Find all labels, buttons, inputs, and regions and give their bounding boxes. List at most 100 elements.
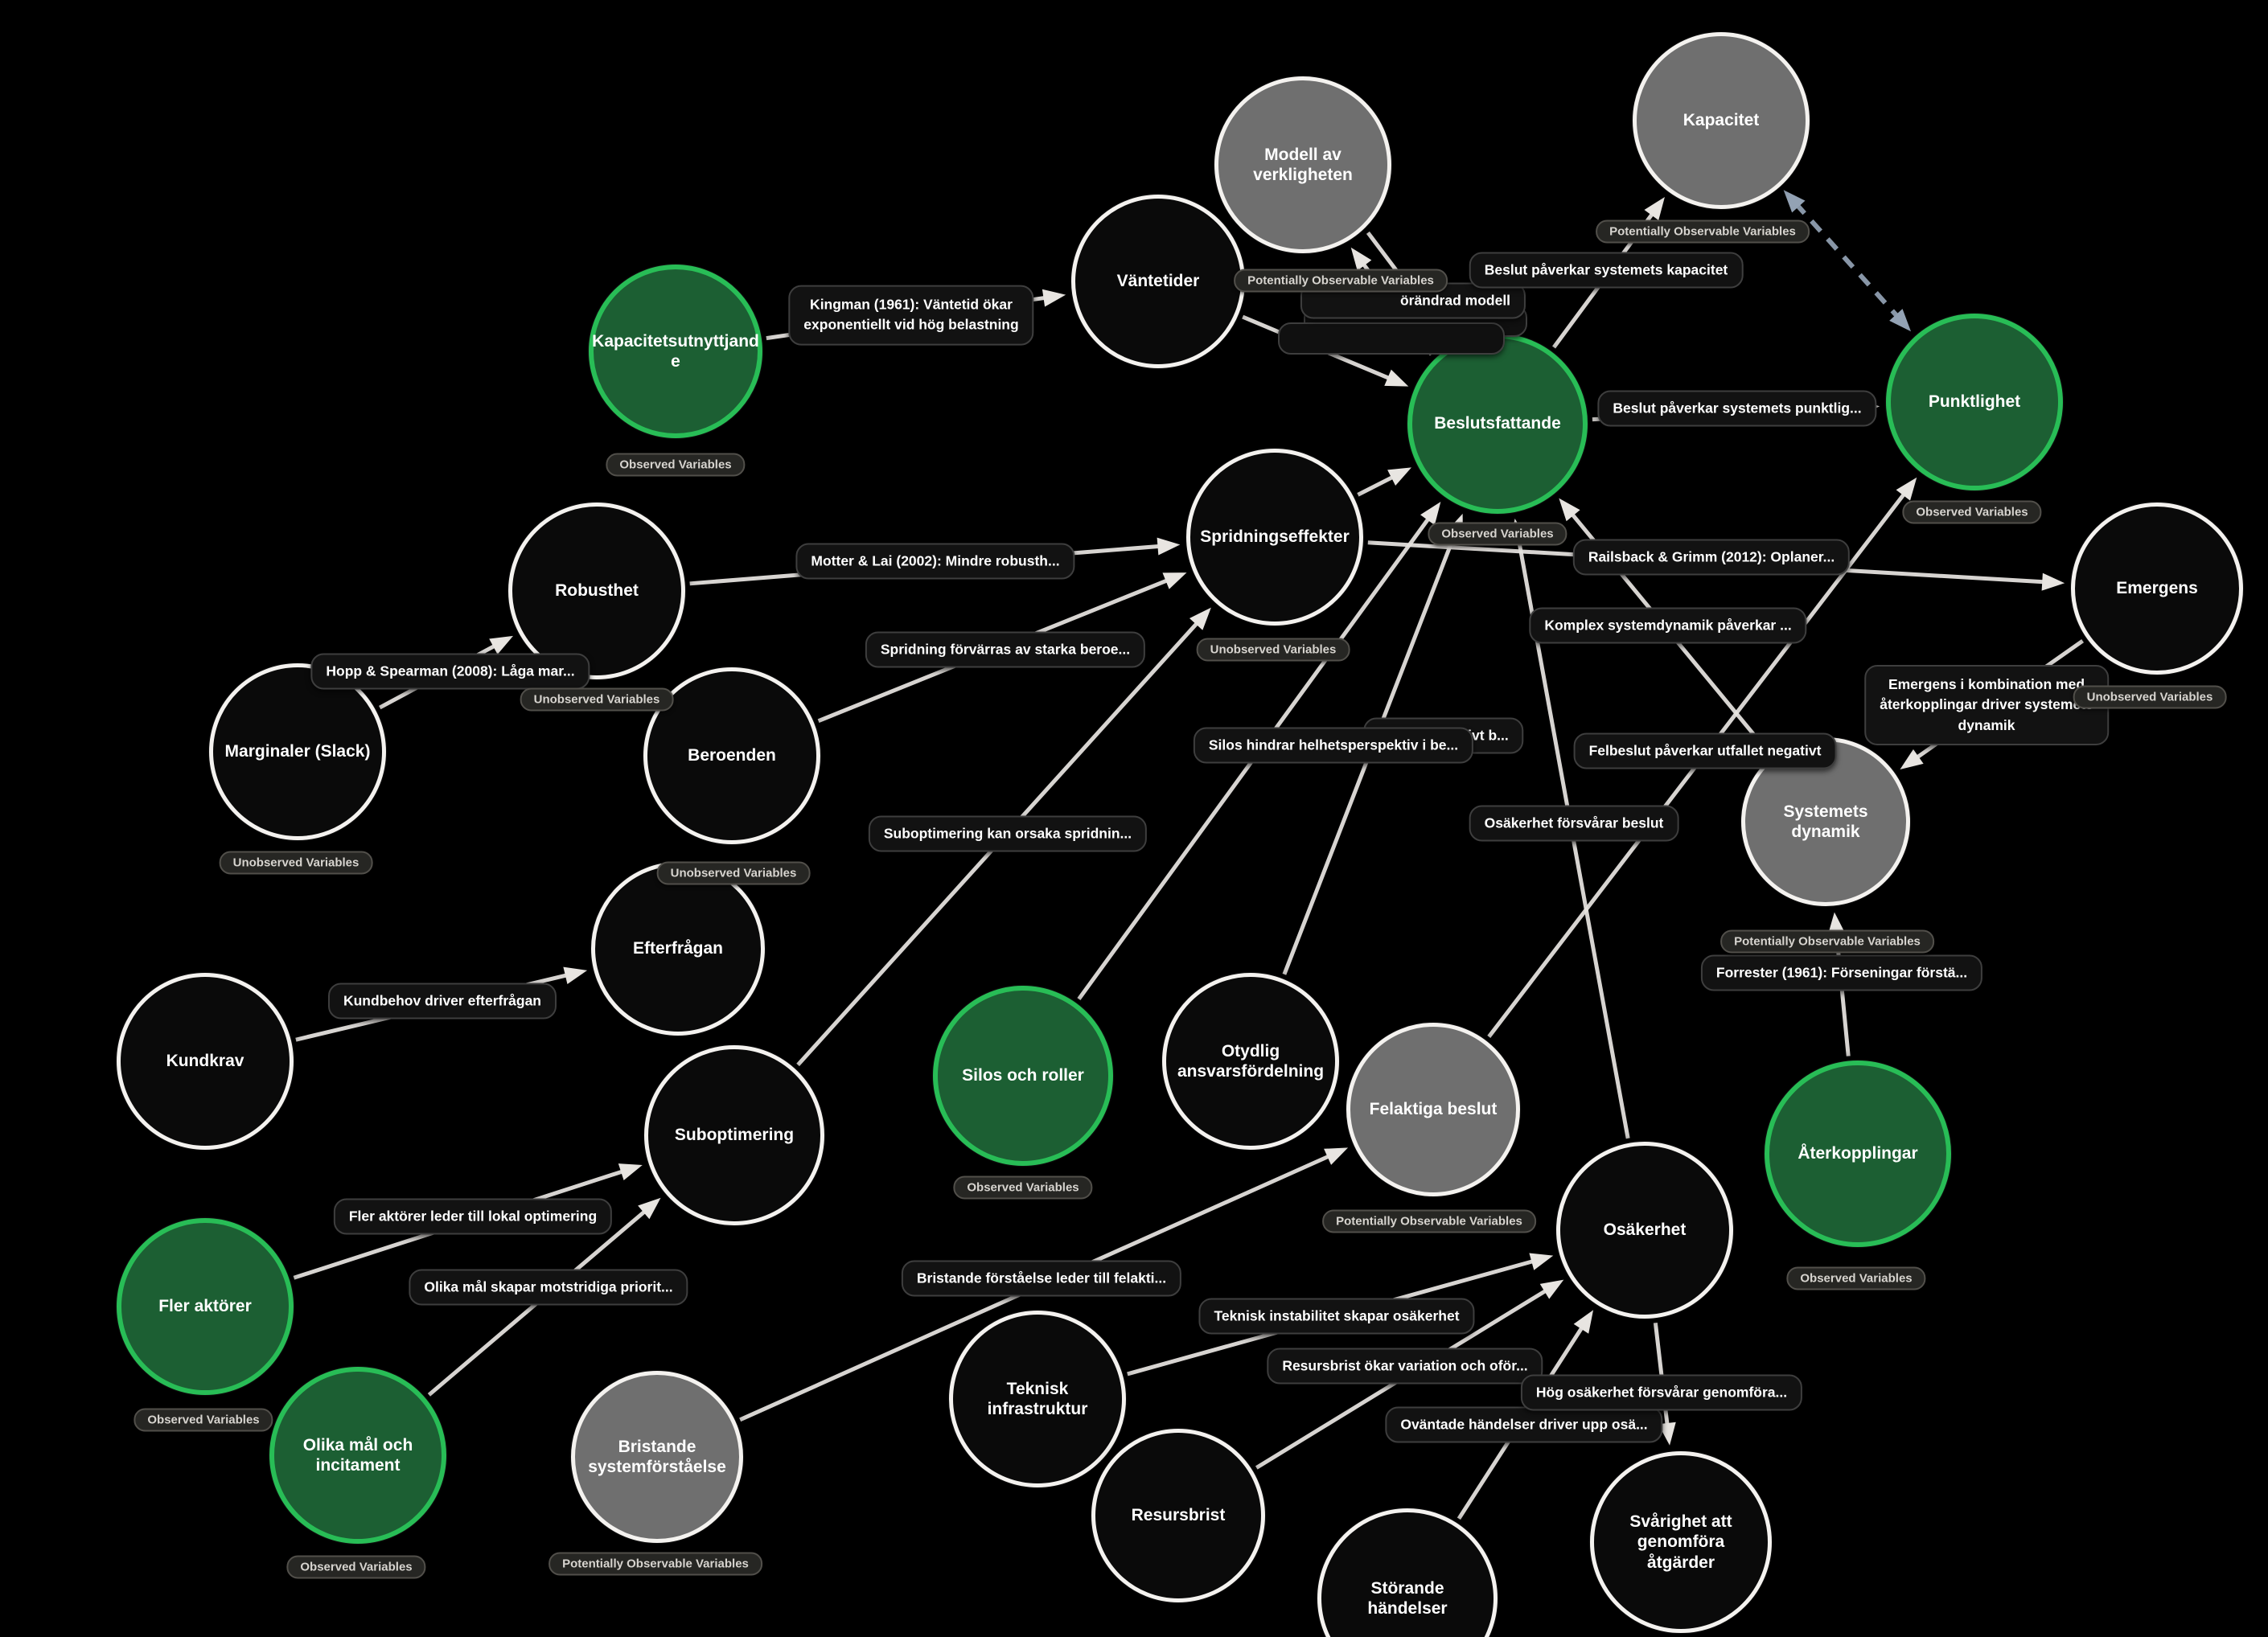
node-type-badge: Unobserved Variables [219,851,373,875]
edge-label[interactable]: Railsback & Grimm (2012): Oplaner... [1572,539,1851,576]
node-label: Emergens [2116,579,2198,598]
edge-label[interactable]: Bristande förståelse leder till felakti.… [901,1260,1182,1297]
edge-label[interactable]: Oväntade händelser driver upp osä... [1385,1406,1663,1443]
edge-kapacitet-punktlighet [1793,201,1901,320]
graph-node-marginaler[interactable]: Marginaler (Slack) [209,663,386,840]
edge-arrowhead [1658,1422,1676,1446]
graph-node-modell[interactable]: Modell av verkligheten [1214,76,1391,253]
edge-arrowhead [1529,1253,1554,1270]
edge-label[interactable]: Forrester (1961): Förseningar förstä... [1700,954,1983,991]
edge-label[interactable]: Emergens i kombination med återkopplinga… [1864,664,2109,746]
node-label: Marginaler (Slack) [224,742,371,761]
node-label: Systemets dynamik [1783,802,1868,841]
graph-node-kapacitet[interactable]: Kapacitet [1633,32,1810,209]
graph-node-vantetider[interactable]: Väntetider [1071,195,1245,368]
node-label: Osäkerhet [1603,1221,1687,1240]
graph-node-aterkopplingar[interactable]: Återkopplingar [1765,1061,1951,1247]
graph-node-bristande[interactable]: Bristande systemförståelse [571,1371,743,1543]
edge-arrowhead [1324,1147,1349,1165]
edge-arrowhead [1889,309,1912,332]
edge-label[interactable]: Silos hindrar helhetsperspektiv i be... [1193,727,1474,764]
node-type-badge: Unobserved Variables [520,687,674,712]
graph-node-olika_mal[interactable]: Olika mål och incitament [269,1367,446,1544]
graph-node-svarighet[interactable]: Svårighet att genomföra åtgärder [1590,1451,1772,1633]
node-label: Silos och roller [962,1066,1084,1085]
node-label: Suboptimering [674,1126,795,1145]
edge-label[interactable]: Felbeslut påverkar utfallet negativt [1573,732,1837,769]
edge-arrowhead [1827,912,1846,936]
edge-label[interactable]: Hög osäkerhet försvårar genomföra... [1520,1374,1803,1411]
node-type-badge: Observed Variables [953,1175,1093,1200]
edge-label[interactable]: Teknisk instabilitet skapar osäkerhet [1198,1298,1475,1335]
node-label: Olika mål och incitament [302,1435,413,1475]
edge-arrowhead [1350,247,1372,271]
graph-node-resursbrist[interactable]: Resursbrist [1091,1429,1265,1602]
edge-label[interactable]: Olika mål skapar motstridiga priorit... [409,1269,688,1306]
graph-node-fler_aktorer[interactable]: Fler aktörer [117,1218,294,1395]
graph-node-kundkrav[interactable]: Kundkrav [117,973,294,1150]
edge-arrowhead [1157,537,1181,556]
edge-label[interactable]: Motter & Lai (2002): Mindre robusth... [795,543,1075,580]
node-label: Efterfrågan [632,939,724,958]
edge-spridningseffekter-beslutsfattande [1357,474,1397,497]
edge-label[interactable]: Beslut påverkar systemets kapacitet [1469,252,1744,289]
graph-node-osakerhet[interactable]: Osäkerhet [1556,1142,1733,1319]
node-label: Fler aktörer [158,1297,252,1316]
node-type-badge: Observed Variables [1428,522,1567,546]
edge-arrowhead [1900,749,1924,769]
node-type-badge: Observed Variables [606,453,746,477]
node-label: Spridningseffekter [1200,527,1350,547]
edge-arrowhead [2041,572,2065,591]
node-type-badge: Observed Variables [286,1555,426,1579]
node-label: Bristande systemförståelse [588,1437,726,1476]
node-label: Beroenden [688,746,776,765]
node-label: Resursbrist [1131,1506,1226,1525]
edge-arrowhead [489,635,514,654]
edge-label[interactable]: Komplex systemdynamik påverkar ... [1529,607,1807,644]
edge-label[interactable]: Suboptimering kan orsaka spridnin... [868,815,1148,852]
graph-node-otydlig[interactable]: Otydlig ansvarsfördelning [1162,973,1339,1150]
graph-node-spridningseffekter[interactable]: Spridningseffekter [1186,449,1363,626]
edge-label[interactable]: Beslut påverkar systemets punktlig... [1597,390,1877,427]
edge-arrowhead [618,1163,643,1181]
edge-arrowhead [563,966,588,985]
node-label: Beslutsfattande [1434,414,1561,433]
node-type-badge: Potentially Observable Variables [1234,269,1448,293]
graph-node-felaktiga_beslut[interactable]: Felaktiga beslut [1346,1023,1520,1196]
edge-label[interactable]: Kundbehov driver efterfrågan [327,983,557,1020]
node-type-badge: Unobserved Variables [656,861,811,885]
graph-node-teknisk[interactable]: Teknisk infrastruktur [949,1311,1126,1487]
node-label: Väntetider [1116,272,1200,291]
edge-label[interactable]: Osäkerhet försvårar beslut [1469,805,1679,842]
edge-label[interactable]: Hopp & Spearman (2008): Låga mar... [310,653,590,690]
graph-node-efterfragan[interactable]: Efterfrågan [591,862,765,1036]
edge-label[interactable]: Fler aktörer leder till lokal optimering [333,1198,613,1235]
edge-arrowhead [1539,1279,1564,1299]
edge-label-obscured[interactable] [1278,322,1505,355]
edge-label[interactable]: Kingman (1961): Väntetid ökar exponentie… [788,285,1034,346]
graph-node-emergens[interactable]: Emergens [2071,503,2243,675]
node-label: Kundkrav [166,1052,244,1071]
node-type-badge: Potentially Observable Variables [549,1552,762,1576]
node-label: Teknisk infrastruktur [987,1379,1088,1418]
node-label: Otydlig ansvarsfördelning [1177,1041,1325,1081]
node-label: Modell av verkligheten [1253,145,1353,184]
graph-node-punktlighet[interactable]: Punktlighet [1886,314,2063,490]
node-label: Felaktiga beslut [1369,1100,1498,1119]
graph-node-suboptimering[interactable]: Suboptimering [644,1045,824,1225]
graph-node-beslutsfattande[interactable]: Beslutsfattande [1407,334,1588,514]
edge-label[interactable]: Spridning förvärras av starka beroe... [865,631,1146,668]
node-label: Svårighet att genomföra åtgärder [1629,1512,1732,1572]
node-label: Punktlighet [1928,392,2021,412]
node-label: Störande händelser [1367,1578,1448,1618]
graph-node-storande[interactable]: Störande händelser [1317,1508,1498,1637]
node-type-badge: Unobserved Variables [1196,638,1350,662]
graph-node-robusthet[interactable]: Robusthet [508,503,685,679]
edge-arrowhead [1420,502,1441,526]
graph-node-kapacitetsutnyttjande[interactable]: Kapacitetsutnyttjand e [589,265,762,438]
edge-label[interactable]: Resursbrist ökar variation och oför... [1267,1348,1543,1385]
node-type-badge: Potentially Observable Variables [1322,1209,1536,1233]
node-type-badge: Unobserved Variables [2073,685,2227,709]
graph-node-silos[interactable]: Silos och roller [933,986,1113,1166]
